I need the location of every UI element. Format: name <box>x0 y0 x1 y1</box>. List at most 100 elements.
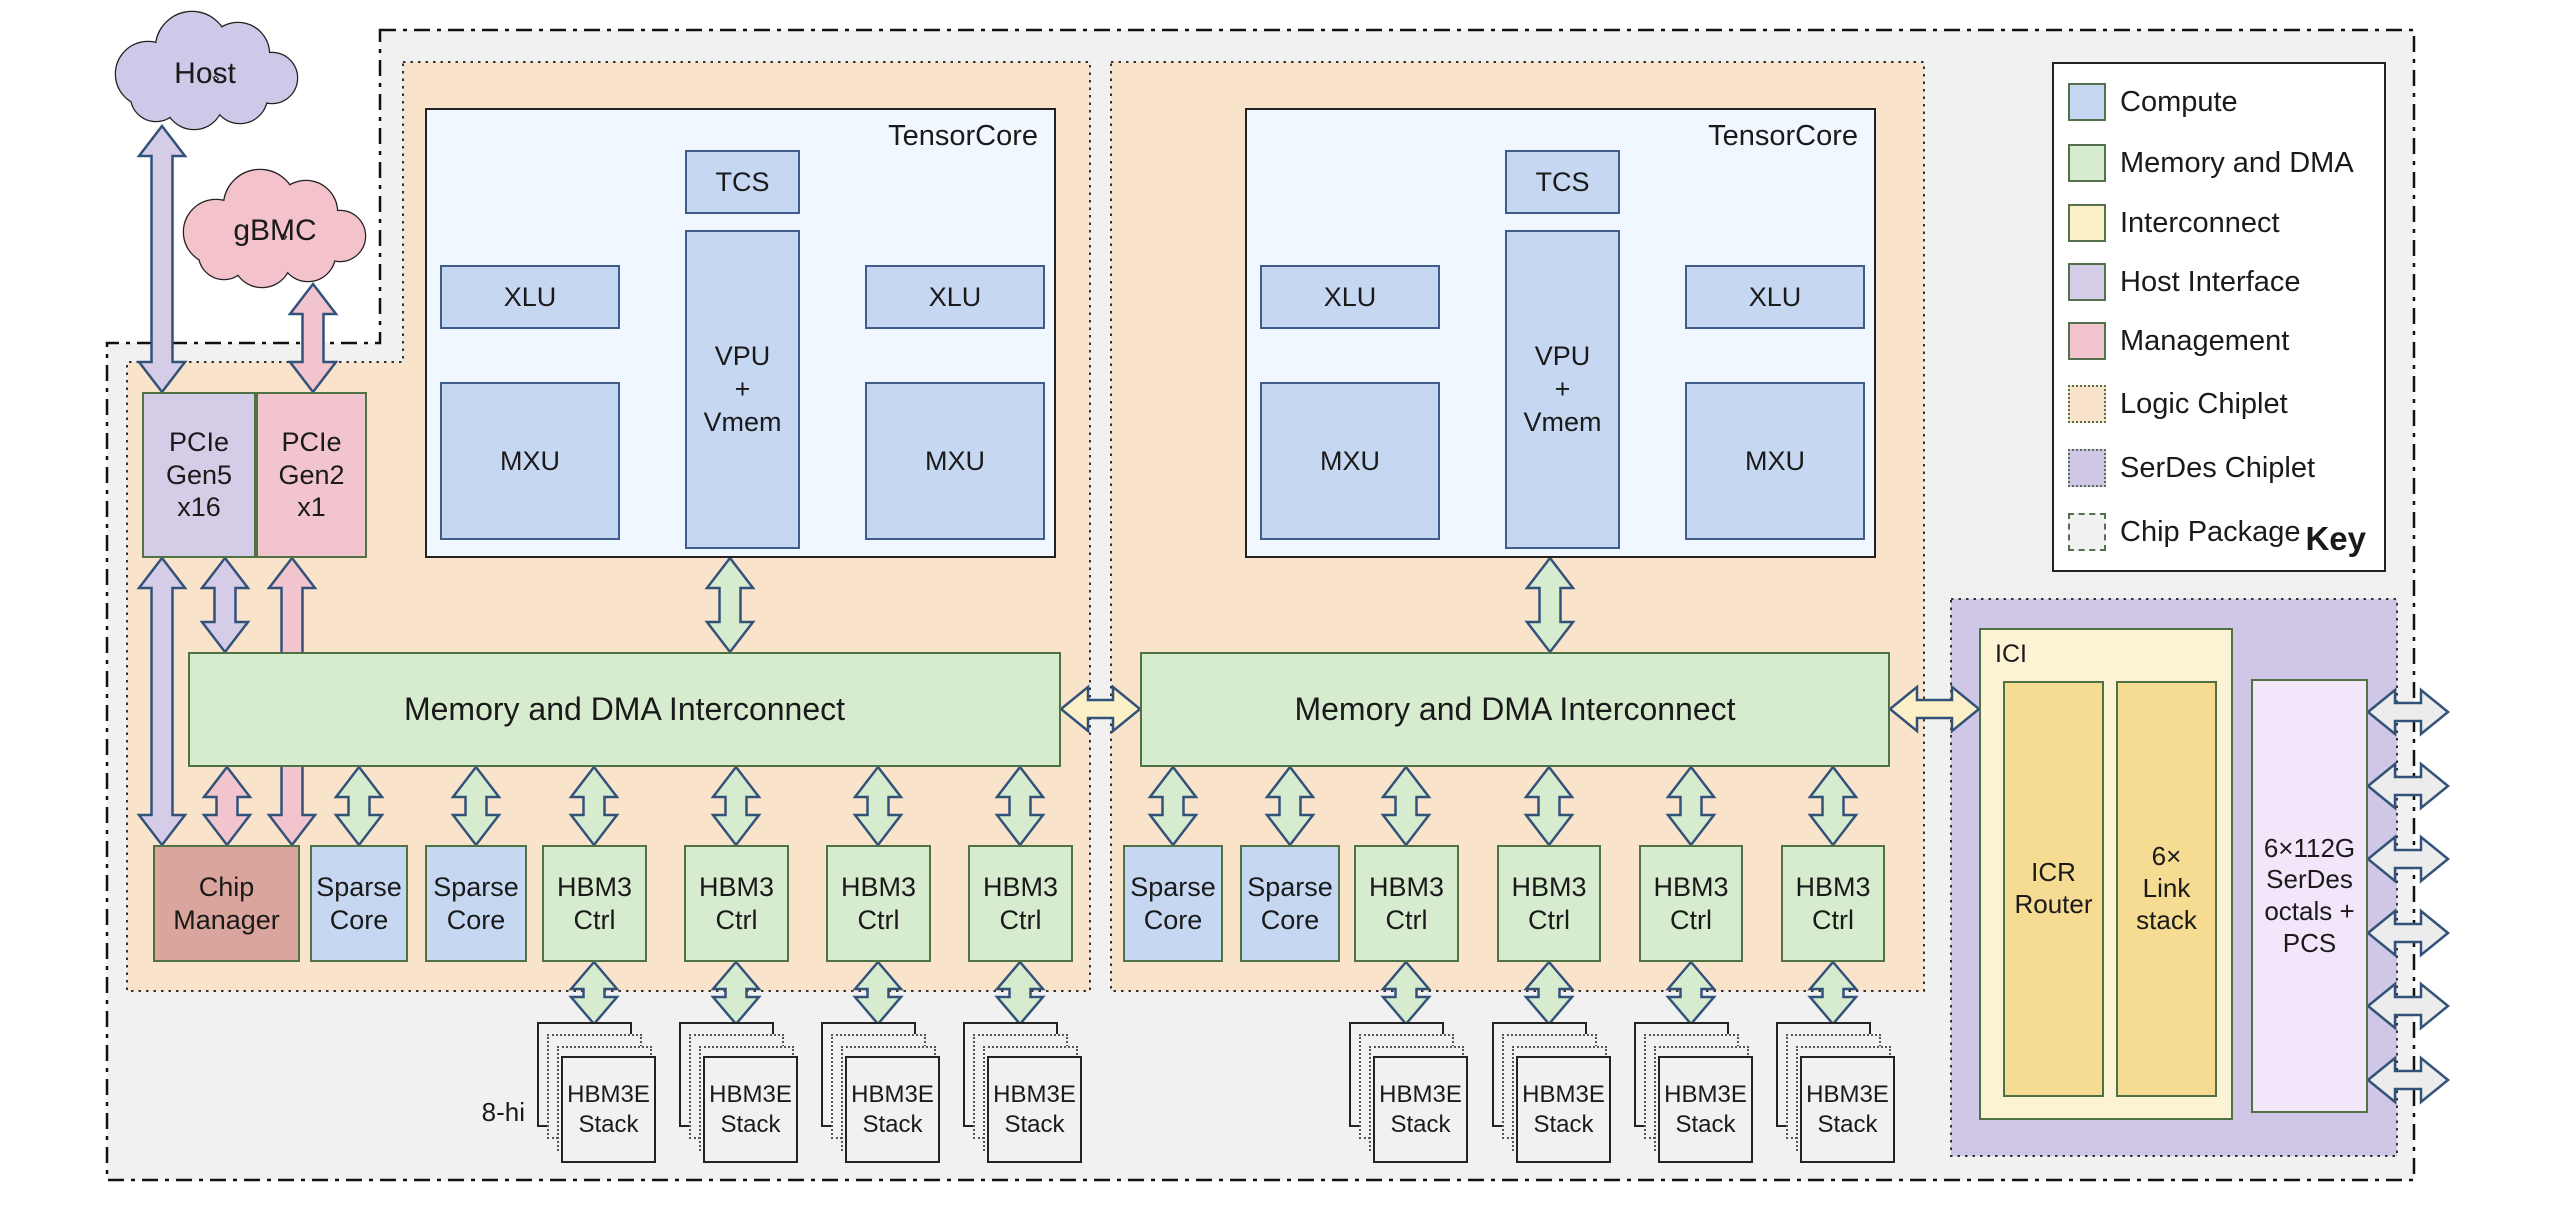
hbm3e-stack-block: HBM3E Stack <box>987 1056 1082 1163</box>
link-stack-block: 6× Link stack <box>2116 681 2217 1097</box>
connector-arrow <box>2366 834 2450 884</box>
gbmc-cloud-label: gBMC <box>233 213 317 247</box>
key-item: Host Interface <box>2068 263 2301 301</box>
memory-dma-swatch <box>2068 144 2106 182</box>
tensorcore-1-label: TensorCore <box>888 120 1038 152</box>
key-item-label: Management <box>2120 324 2290 357</box>
hbm3-ctrl-block: HBM3 Ctrl <box>968 845 1073 962</box>
serdes-octals-block: 6×112G SerDes octals + PCS <box>2251 679 2368 1113</box>
connector-arrow <box>852 764 904 848</box>
vpu-vmem-block: VPU + Vmem <box>685 230 800 549</box>
connector-arrow <box>1524 555 1576 655</box>
tcs-block: TCS <box>685 150 800 214</box>
tensorcore-2: TensorCore TCS VPU + Vmem XLU XLU MXU MX… <box>1245 108 1876 558</box>
hbm3-ctrl-block: HBM3 Ctrl <box>684 845 789 962</box>
serdes-chiplet-swatch <box>2068 449 2106 487</box>
hbm3-ctrl-block: HBM3 Ctrl <box>826 845 931 962</box>
mxu-block: MXU <box>1260 382 1440 540</box>
memory-dma-interconnect-2: Memory and DMA Interconnect <box>1140 652 1890 767</box>
connector-arrow <box>1380 960 1432 1026</box>
connector-arrow <box>333 764 385 848</box>
compute-swatch <box>2068 83 2106 121</box>
hbm3e-stack-block: HBM3E Stack <box>1800 1056 1895 1163</box>
connector-arrow <box>1807 960 1859 1026</box>
connector-arrow <box>1888 684 1981 734</box>
key-item: Chip Package <box>2068 513 2301 551</box>
sparse-core-block: Sparse Core <box>1123 845 1223 962</box>
connector-arrow <box>710 960 762 1026</box>
xlu-block: XLU <box>865 265 1045 329</box>
connector-arrow <box>852 960 904 1026</box>
icr-router-block: ICR Router <box>2003 681 2104 1097</box>
connector-arrow <box>2366 981 2450 1031</box>
hbm3e-stack-block: HBM3E Stack <box>561 1056 656 1163</box>
key-item: Compute <box>2068 83 2238 121</box>
hbm3e-stack-block: HBM3E Stack <box>703 1056 798 1163</box>
connector-arrow <box>2366 908 2450 958</box>
connector-arrow <box>568 764 620 848</box>
key-item: SerDes Chiplet <box>2068 449 2315 487</box>
connector-arrow <box>2366 687 2450 737</box>
hbm3e-stack-block: HBM3E Stack <box>845 1056 940 1163</box>
hbm3e-stack-block: HBM3E Stack <box>1658 1056 1753 1163</box>
connector-arrow <box>199 555 251 655</box>
hbm3-ctrl-block: HBM3 Ctrl <box>1354 845 1459 962</box>
management-swatch <box>2068 322 2106 360</box>
key-item-label: Interconnect <box>2120 206 2280 239</box>
pcie-gen2-block: PCIe Gen2 x1 <box>256 392 367 558</box>
connector-arrow <box>2366 761 2450 811</box>
mxu-block: MXU <box>1685 382 1865 540</box>
tensorcore-1: TensorCore TCS VPU + Vmem XLU XLU MXU MX… <box>425 108 1056 558</box>
mxu-block: MXU <box>865 382 1045 540</box>
hbm3e-stack-block: HBM3E Stack <box>1516 1056 1611 1163</box>
sparse-core-block: Sparse Core <box>1240 845 1340 962</box>
connector-arrow <box>1264 764 1316 848</box>
xlu-block: XLU <box>1260 265 1440 329</box>
stack-height-label: 8-hi <box>481 1096 525 1127</box>
connector-arrow <box>704 555 756 655</box>
hbm3-ctrl-block: HBM3 Ctrl <box>1497 845 1601 962</box>
pcie-gen5-block: PCIe Gen5 x16 <box>142 392 256 558</box>
xlu-block: XLU <box>1685 265 1865 329</box>
hbm3e-stack-block: HBM3E Stack <box>1373 1056 1468 1163</box>
gbmc-cloud <box>182 168 367 289</box>
connector-arrow <box>1665 764 1717 848</box>
xlu-block: XLU <box>440 265 620 329</box>
connector-arrow <box>450 764 502 848</box>
ici-block: ICI ICR Router 6× Link stack <box>1979 628 2233 1120</box>
connector-arrow <box>1523 764 1575 848</box>
connector-arrow <box>1380 764 1432 848</box>
key-item: Logic Chiplet <box>2068 385 2288 423</box>
connector-arrow <box>1665 960 1717 1026</box>
key-item-label: Host Interface <box>2120 265 2301 298</box>
hbm3-ctrl-block: HBM3 Ctrl <box>1639 845 1743 962</box>
interconnect-swatch <box>2068 204 2106 242</box>
host-interface-swatch <box>2068 263 2106 301</box>
connector-arrow <box>287 281 339 395</box>
key-item-label: Chip Package <box>2120 515 2301 548</box>
vpu-vmem-block: VPU + Vmem <box>1505 230 1620 549</box>
key-title: Key <box>2305 520 2366 557</box>
sparse-core-block: Sparse Core <box>310 845 408 962</box>
connector-arrow <box>1059 684 1142 734</box>
sparse-core-block: Sparse Core <box>425 845 527 962</box>
chip-package-swatch <box>2068 513 2106 551</box>
tensorcore-2-label: TensorCore <box>1708 120 1858 152</box>
connector-arrow <box>2366 1055 2450 1105</box>
ici-label: ICI <box>1995 640 2027 668</box>
connector-arrow <box>710 764 762 848</box>
connector-arrow <box>136 555 188 848</box>
connector-arrow <box>994 960 1046 1026</box>
connector-arrow <box>201 764 253 848</box>
chip-manager-block: Chip Manager <box>153 845 300 962</box>
tcs-block: TCS <box>1505 150 1620 214</box>
key-item-label: Memory and DMA <box>2120 146 2354 179</box>
memory-dma-interconnect-1: Memory and DMA Interconnect <box>188 652 1061 767</box>
key-item-label: Logic Chiplet <box>2120 387 2288 420</box>
key-item: Management <box>2068 322 2289 360</box>
connector-arrow <box>1807 764 1859 848</box>
key-item-label: Compute <box>2120 85 2238 118</box>
host-cloud <box>114 10 299 131</box>
key-item-label: SerDes Chiplet <box>2120 451 2316 484</box>
